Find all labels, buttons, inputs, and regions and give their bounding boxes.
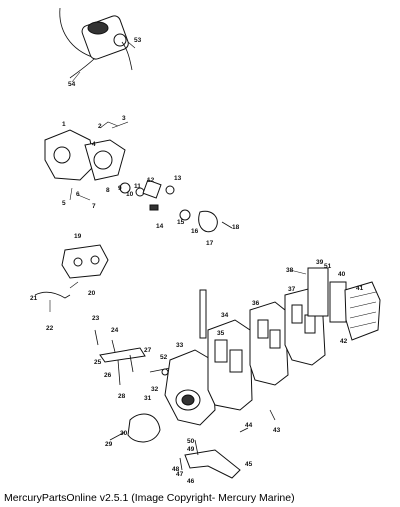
- callout-13: 13: [174, 175, 182, 182]
- callout-42: 42: [340, 338, 348, 345]
- lower-bracket-group: [179, 409, 276, 479]
- callout-12: 12: [147, 177, 155, 184]
- callout-35: 35: [217, 330, 225, 337]
- image-caption: MercuryPartsOnline v2.5.1 (Image Copyrig…: [4, 492, 295, 504]
- callout-49: 49: [187, 446, 195, 453]
- callout-36: 36: [252, 300, 260, 307]
- callout-52: 52: [160, 354, 168, 361]
- callout-28: 28: [118, 393, 126, 400]
- callout-30: 30: [120, 430, 128, 437]
- callout-53: 53: [134, 37, 142, 44]
- callout-1: 1: [62, 121, 66, 128]
- callout-15: 15: [177, 219, 185, 226]
- callout-23: 23: [92, 315, 100, 322]
- intake-manifold-group: [164, 289, 241, 426]
- callout-44: 44: [245, 422, 253, 429]
- reed-block-group: [289, 267, 381, 341]
- callout-29: 29: [105, 441, 113, 448]
- callout-50: 50: [187, 438, 195, 445]
- callout-43: 43: [273, 427, 281, 434]
- callout-41: 41: [356, 285, 364, 292]
- callout-2: 2: [98, 123, 102, 130]
- callout-9: 9: [118, 185, 122, 192]
- callout-20: 20: [88, 290, 96, 297]
- callout-39: 39: [316, 259, 324, 266]
- callout-6: 6: [76, 191, 80, 198]
- carburetor-linkage-group: [44, 121, 233, 233]
- callout-26: 26: [104, 372, 112, 379]
- callout-3: 3: [122, 115, 126, 122]
- callout-18: 18: [232, 224, 240, 231]
- callout-38: 38: [286, 267, 294, 274]
- reed-plate-group: [207, 287, 326, 411]
- callout-21: 21: [30, 295, 38, 302]
- callout-33: 33: [176, 342, 184, 349]
- throttle-linkage-group: [94, 329, 171, 443]
- callout-27: 27: [144, 347, 152, 354]
- callout-37: 37: [288, 286, 296, 293]
- callout-51: 51: [324, 263, 332, 270]
- callout-14: 14: [156, 223, 164, 230]
- callout-34: 34: [221, 312, 229, 319]
- callout-22: 22: [46, 325, 54, 332]
- callout-4: 4: [92, 141, 96, 148]
- callout-8: 8: [106, 187, 110, 194]
- callout-31: 31: [144, 395, 152, 402]
- callout-10: 10: [126, 191, 134, 198]
- callout-32: 32: [151, 386, 159, 393]
- callout-46: 46: [187, 478, 195, 485]
- callout-25: 25: [94, 359, 102, 366]
- callout-54: 54: [68, 81, 76, 88]
- callout-24: 24: [111, 327, 119, 334]
- callout-16: 16: [191, 228, 199, 235]
- callout-17: 17: [206, 240, 214, 247]
- callout-11: 11: [134, 183, 141, 190]
- callout-40: 40: [338, 271, 346, 278]
- bracket-group-left: [34, 244, 109, 312]
- callout-47: 47: [176, 471, 184, 478]
- callout-48: 48: [172, 466, 180, 473]
- callout-5: 5: [62, 200, 66, 207]
- callout-7: 7: [92, 203, 96, 210]
- callout-45: 45: [245, 461, 253, 468]
- callout-19: 19: [74, 233, 82, 240]
- fuel-pump-assembly: [59, 7, 136, 83]
